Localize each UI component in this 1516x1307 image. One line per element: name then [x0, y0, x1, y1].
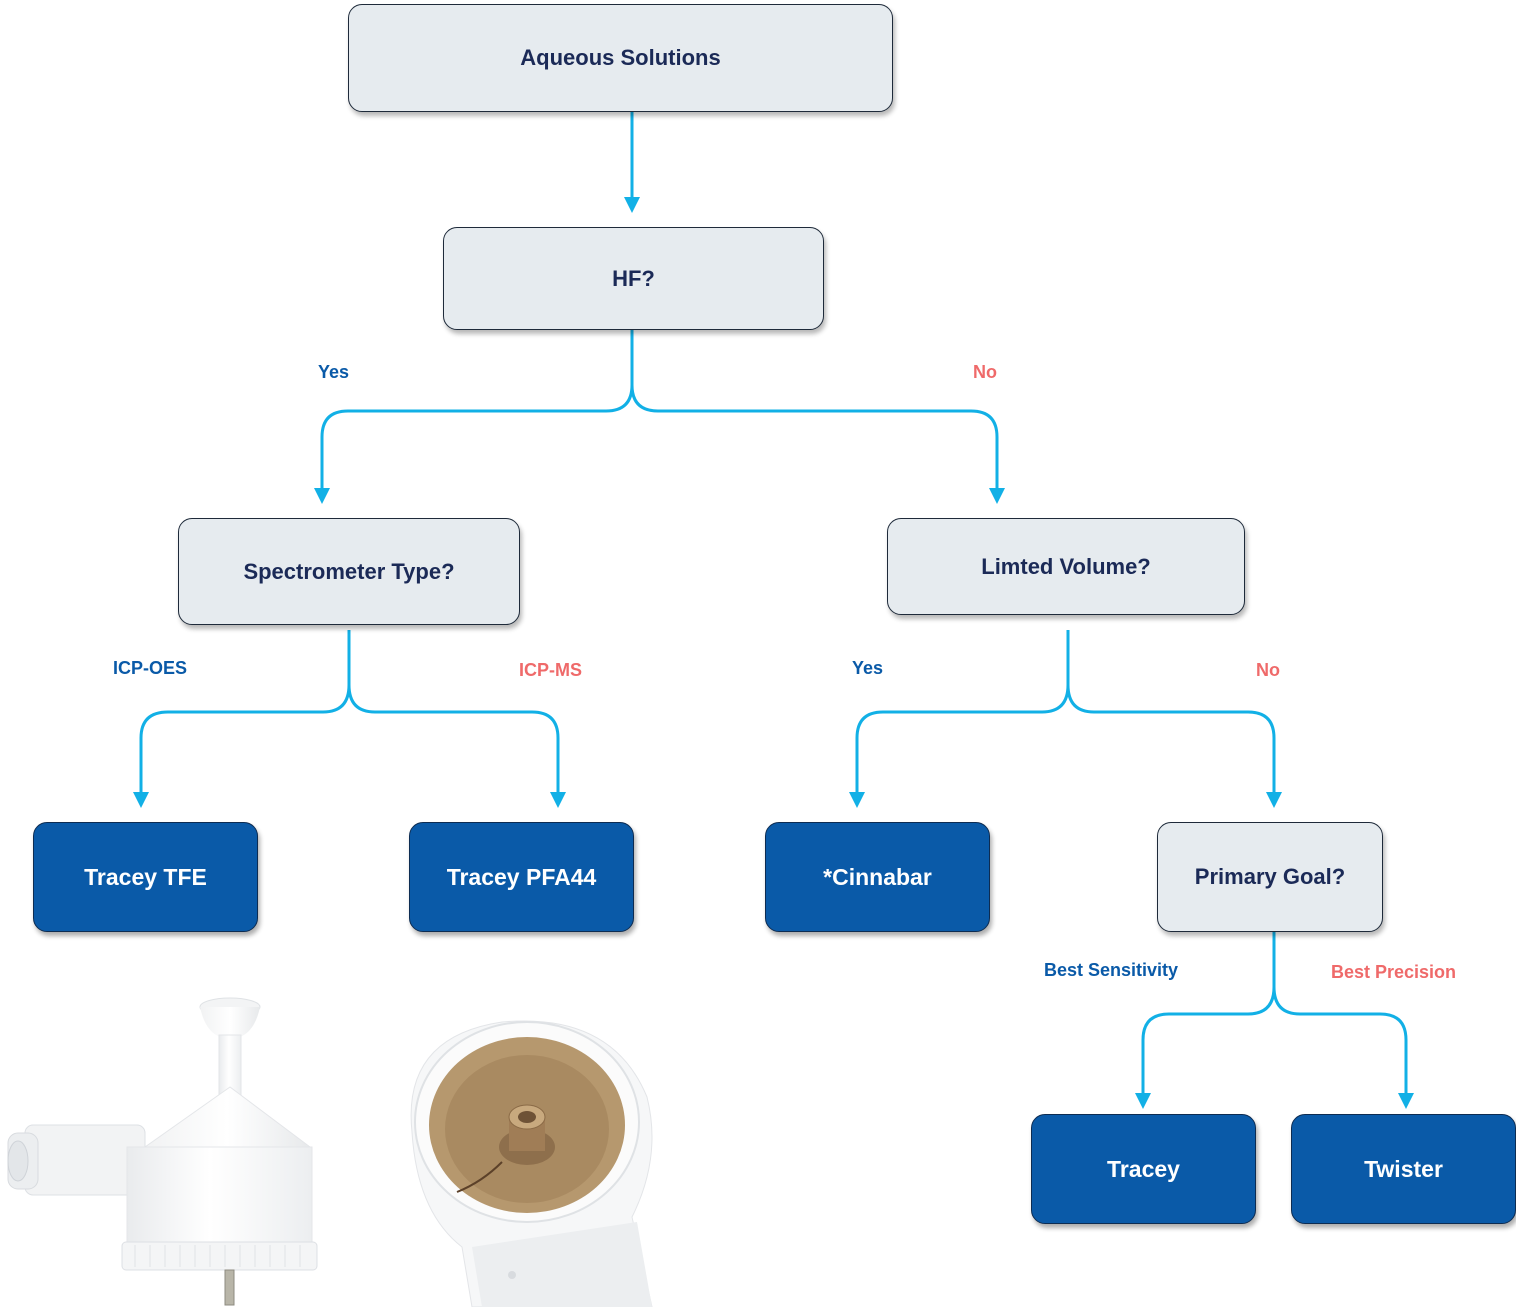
- edge-volume-no: [1066, 684, 1276, 800]
- arrowhead: [849, 792, 865, 808]
- result-tracey: Tracey: [1031, 1114, 1256, 1224]
- arrowhead: [1266, 792, 1282, 808]
- arrowhead: [624, 197, 640, 213]
- label-volume-yes: Yes: [852, 658, 884, 678]
- node-spectrometer-type: Spectrometer Type?: [178, 518, 520, 625]
- label-hf-yes: Yes: [318, 362, 350, 382]
- arrowhead: [1398, 1093, 1414, 1109]
- label-best-sensitivity: Best Sensitivity: [1044, 960, 1179, 980]
- spray-chamber-photo-tfe: [7, 997, 318, 1306]
- label-icp-ms: ICP-MS: [519, 660, 582, 680]
- edge-goal-sensitivity: [1141, 932, 1276, 1101]
- label-hf-no: No: [973, 362, 997, 382]
- edge-volume-yes: [855, 630, 1070, 800]
- edge-spectrometer-icp-ms: [347, 684, 560, 800]
- result-tracey-pfa44: Tracey PFA44: [409, 822, 634, 932]
- arrowhead: [314, 488, 330, 504]
- edge-goal-precision: [1272, 986, 1408, 1101]
- node-primary-goal: Primary Goal?: [1157, 822, 1383, 932]
- result-cinnabar: *Cinnabar: [765, 822, 990, 932]
- edge-spectrometer-icp-oes: [139, 630, 351, 800]
- spray-chamber-photo-pfa: [362, 997, 697, 1307]
- arrowhead: [133, 792, 149, 808]
- arrowhead: [1135, 1093, 1151, 1109]
- arrowhead: [989, 488, 1005, 504]
- result-tracey-tfe: Tracey TFE: [33, 822, 258, 932]
- result-twister: Twister: [1291, 1114, 1516, 1224]
- edge-hf-yes: [320, 330, 634, 496]
- node-hf: HF?: [443, 227, 824, 330]
- edge-hf-no: [630, 384, 999, 496]
- node-aqueous-solutions: Aqueous Solutions: [348, 4, 893, 112]
- label-icp-oes: ICP-OES: [113, 658, 188, 678]
- label-volume-no: No: [1256, 660, 1280, 680]
- label-best-precision: Best Precision: [1331, 962, 1457, 982]
- node-limited-volume: Limted Volume?: [887, 518, 1245, 615]
- arrowhead: [550, 792, 566, 808]
